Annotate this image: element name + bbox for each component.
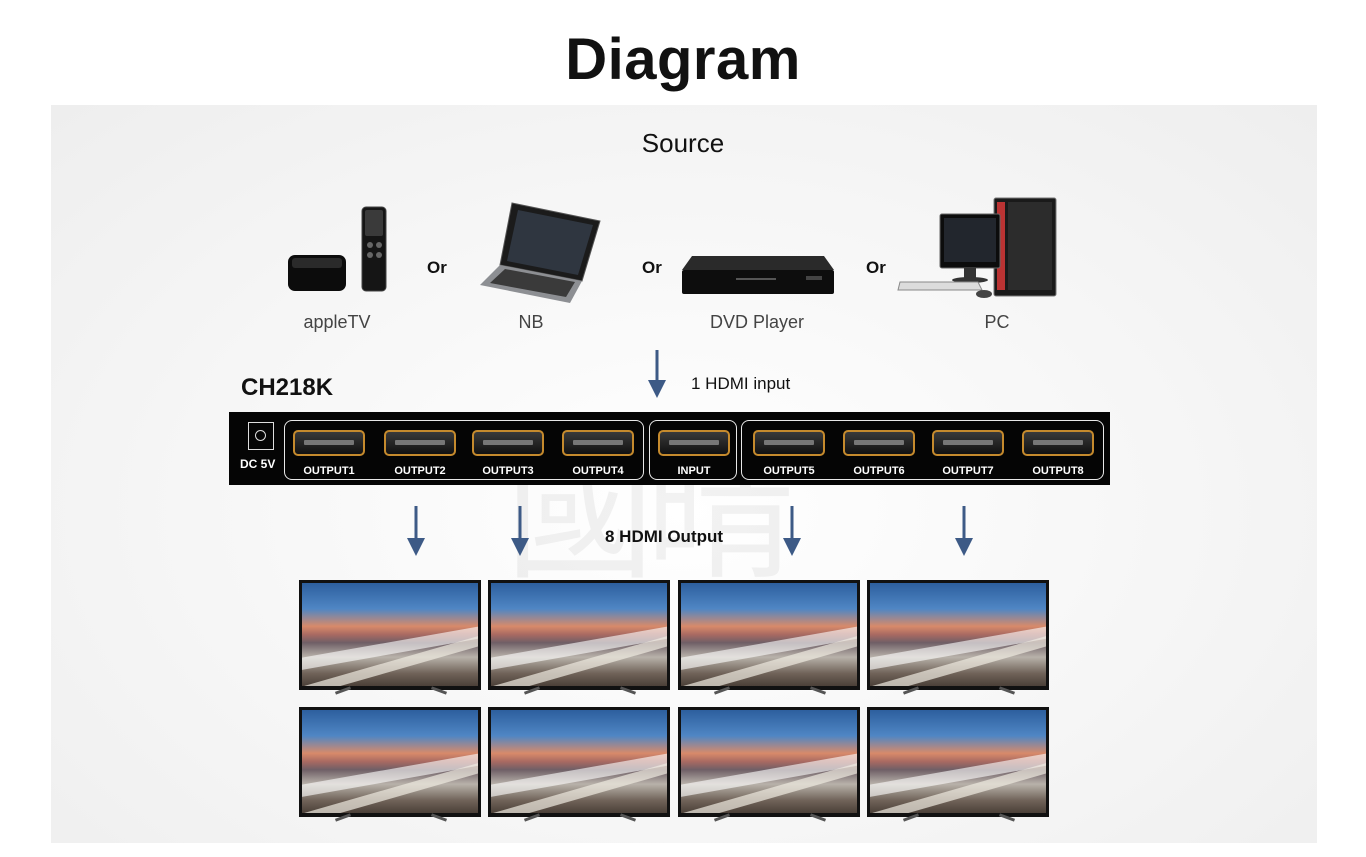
- tv-icon: [299, 707, 481, 822]
- hdmi-port-output8: [1022, 430, 1094, 456]
- port-label-output4: OUTPUT4: [572, 465, 624, 477]
- input-arrow-icon: [648, 350, 666, 398]
- source-heading: Source: [641, 128, 725, 158]
- source-label-dvd-player: DVD Player: [709, 312, 805, 332]
- output-note: 8 HDMI Output: [605, 527, 724, 546]
- source-label-pc: PC: [984, 312, 1010, 332]
- output-group-right: [741, 420, 1104, 480]
- tv-icon: [299, 580, 481, 695]
- hdmi-port-output7: [932, 430, 1004, 456]
- or-label: Or: [642, 258, 662, 277]
- tv-icon: [678, 707, 860, 822]
- output-arrow-icon: [407, 506, 425, 556]
- port-label-output1: OUTPUT1: [303, 465, 355, 477]
- tv-icon: [488, 707, 670, 822]
- port-label-output8: OUTPUT8: [1032, 465, 1084, 477]
- port-label-input: INPUT: [677, 465, 711, 477]
- appletv-icon: [282, 205, 392, 295]
- port-label-output7: OUTPUT7: [942, 465, 994, 477]
- page-title: Diagram: [565, 27, 801, 92]
- port-label-output6: OUTPUT6: [853, 465, 905, 477]
- input-group: [649, 420, 737, 480]
- port-label-output2: OUTPUT2: [394, 465, 446, 477]
- hdmi-port-input: [658, 430, 730, 456]
- output-arrow-icon: [955, 506, 973, 556]
- hdmi-port-output6: [843, 430, 915, 456]
- output-arrow-icon: [511, 506, 529, 556]
- port-label-output5: OUTPUT5: [763, 465, 815, 477]
- dc-power-jack-icon: [248, 422, 274, 450]
- desktop-pc-icon: [896, 196, 1060, 300]
- output-arrow-icon: [783, 506, 801, 556]
- model-name: CH218K: [241, 374, 334, 401]
- hdmi-port-output3: [472, 430, 544, 456]
- hdmi-port-output4: [562, 430, 634, 456]
- tv-icon: [867, 580, 1049, 695]
- input-note: 1 HDMI input: [691, 374, 791, 393]
- tv-icon: [488, 580, 670, 695]
- tv-icon: [867, 707, 1049, 822]
- tv-icon: [678, 580, 860, 695]
- hdmi-port-output5: [753, 430, 825, 456]
- output-group-left: [284, 420, 644, 480]
- source-label-appletv: appleTV: [303, 312, 371, 332]
- port-label-output3: OUTPUT3: [482, 465, 534, 477]
- dc-power-label: DC 5V: [240, 457, 276, 471]
- dvd-player-icon: [678, 254, 836, 298]
- or-label: Or: [427, 258, 447, 277]
- hdmi-port-output2: [384, 430, 456, 456]
- hdmi-port-output1: [293, 430, 365, 456]
- source-label-nb: NB: [518, 312, 544, 332]
- or-label: Or: [866, 258, 886, 277]
- laptop-icon: [478, 199, 603, 307]
